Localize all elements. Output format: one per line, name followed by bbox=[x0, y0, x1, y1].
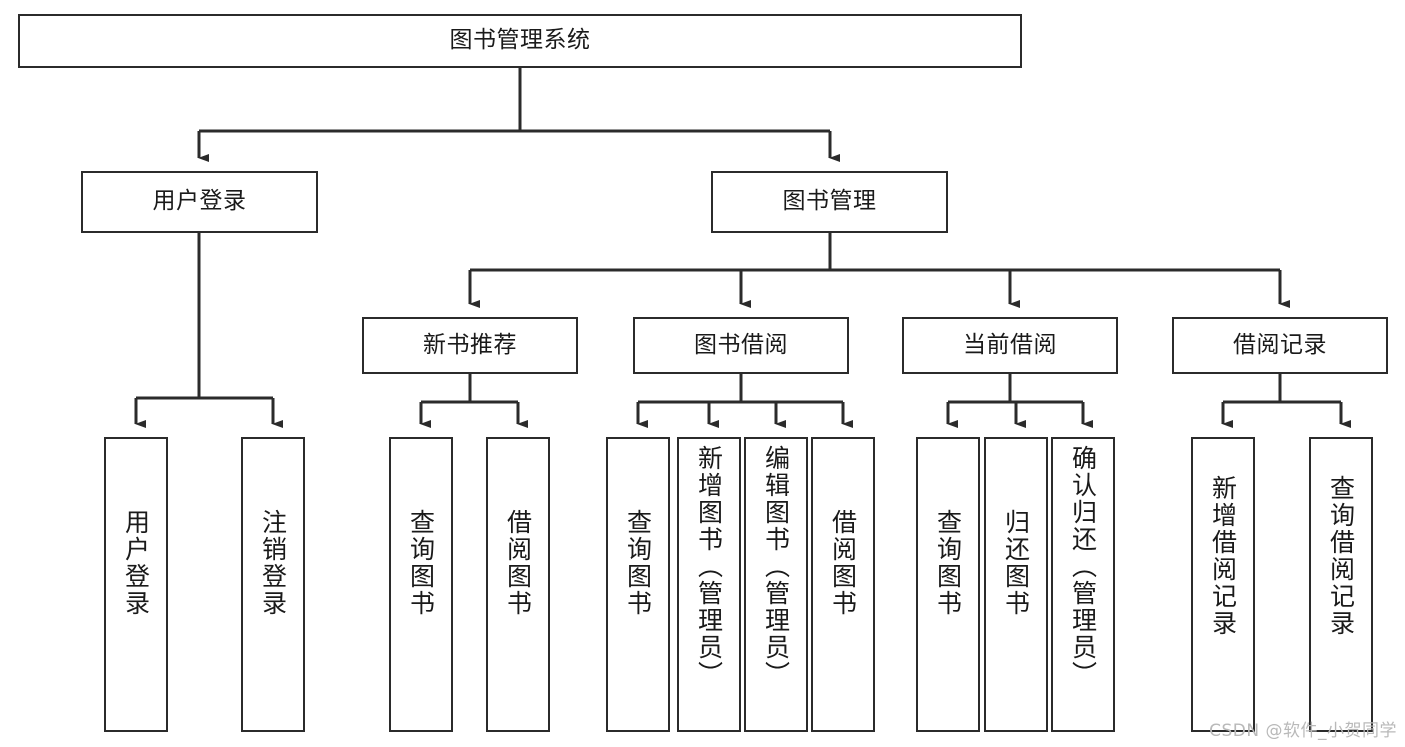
node-book-manage[interactable]: 图书管理 bbox=[711, 171, 948, 233]
node-borrow-record[interactable]: 借阅记录 bbox=[1172, 317, 1388, 374]
node-leaf-confirm-return-admin-label: 确认归还（管理员） bbox=[1068, 445, 1098, 688]
node-root[interactable]: 图书管理系统 bbox=[18, 14, 1022, 68]
node-leaf-add-book-admin-label: 新增图书（管理员） bbox=[694, 445, 724, 688]
node-leaf-user-login[interactable]: 用户登录 bbox=[104, 437, 168, 732]
node-root-label: 图书管理系统 bbox=[449, 27, 591, 54]
node-borrow-record-label: 借阅记录 bbox=[1233, 331, 1327, 358]
node-leaf-query-borrow-record[interactable]: 查询借阅记录 bbox=[1309, 437, 1373, 732]
node-leaf-query-book-rec[interactable]: 查询图书 bbox=[389, 437, 453, 732]
node-leaf-query-book-current[interactable]: 查询图书 bbox=[916, 437, 980, 732]
node-leaf-query-book-borrow-label: 查询图书 bbox=[623, 509, 653, 617]
node-book-manage-label: 图书管理 bbox=[782, 188, 877, 215]
node-leaf-query-book-borrow[interactable]: 查询图书 bbox=[606, 437, 670, 732]
node-leaf-query-book-current-label: 查询图书 bbox=[933, 509, 963, 617]
node-current-borrow[interactable]: 当前借阅 bbox=[902, 317, 1118, 374]
node-leaf-borrow-book-label: 借阅图书 bbox=[828, 509, 858, 617]
node-leaf-user-login-label: 用户登录 bbox=[121, 509, 151, 617]
node-leaf-add-book-admin[interactable]: 新增图书（管理员） bbox=[677, 437, 741, 732]
node-leaf-borrow-book-rec[interactable]: 借阅图书 bbox=[486, 437, 550, 732]
node-book-borrow[interactable]: 图书借阅 bbox=[633, 317, 849, 374]
node-leaf-query-borrow-record-label: 查询借阅记录 bbox=[1326, 475, 1356, 637]
watermark-text: CSDN @软件_小贺同学 bbox=[1209, 721, 1397, 741]
node-leaf-logout-label: 注销登录 bbox=[258, 509, 288, 617]
node-leaf-return-book[interactable]: 归还图书 bbox=[984, 437, 1048, 732]
node-leaf-query-book-rec-label: 查询图书 bbox=[406, 509, 436, 617]
node-user-login[interactable]: 用户登录 bbox=[81, 171, 318, 233]
node-leaf-borrow-book[interactable]: 借阅图书 bbox=[811, 437, 875, 732]
node-leaf-confirm-return-admin[interactable]: 确认归还（管理员） bbox=[1051, 437, 1115, 732]
node-current-borrow-label: 当前借阅 bbox=[963, 331, 1057, 358]
node-book-borrow-label: 图书借阅 bbox=[694, 331, 788, 358]
node-leaf-borrow-book-rec-label: 借阅图书 bbox=[503, 509, 533, 617]
node-user-login-label: 用户登录 bbox=[152, 188, 247, 215]
node-new-book-rec-label: 新书推荐 bbox=[423, 331, 517, 358]
node-new-book-rec[interactable]: 新书推荐 bbox=[362, 317, 578, 374]
node-leaf-add-borrow-record[interactable]: 新增借阅记录 bbox=[1191, 437, 1255, 732]
node-leaf-logout[interactable]: 注销登录 bbox=[241, 437, 305, 732]
node-leaf-edit-book-admin[interactable]: 编辑图书（管理员） bbox=[744, 437, 808, 732]
node-leaf-return-book-label: 归还图书 bbox=[1001, 509, 1031, 617]
node-leaf-add-borrow-record-label: 新增借阅记录 bbox=[1208, 475, 1238, 637]
node-leaf-edit-book-admin-label: 编辑图书（管理员） bbox=[761, 445, 791, 688]
